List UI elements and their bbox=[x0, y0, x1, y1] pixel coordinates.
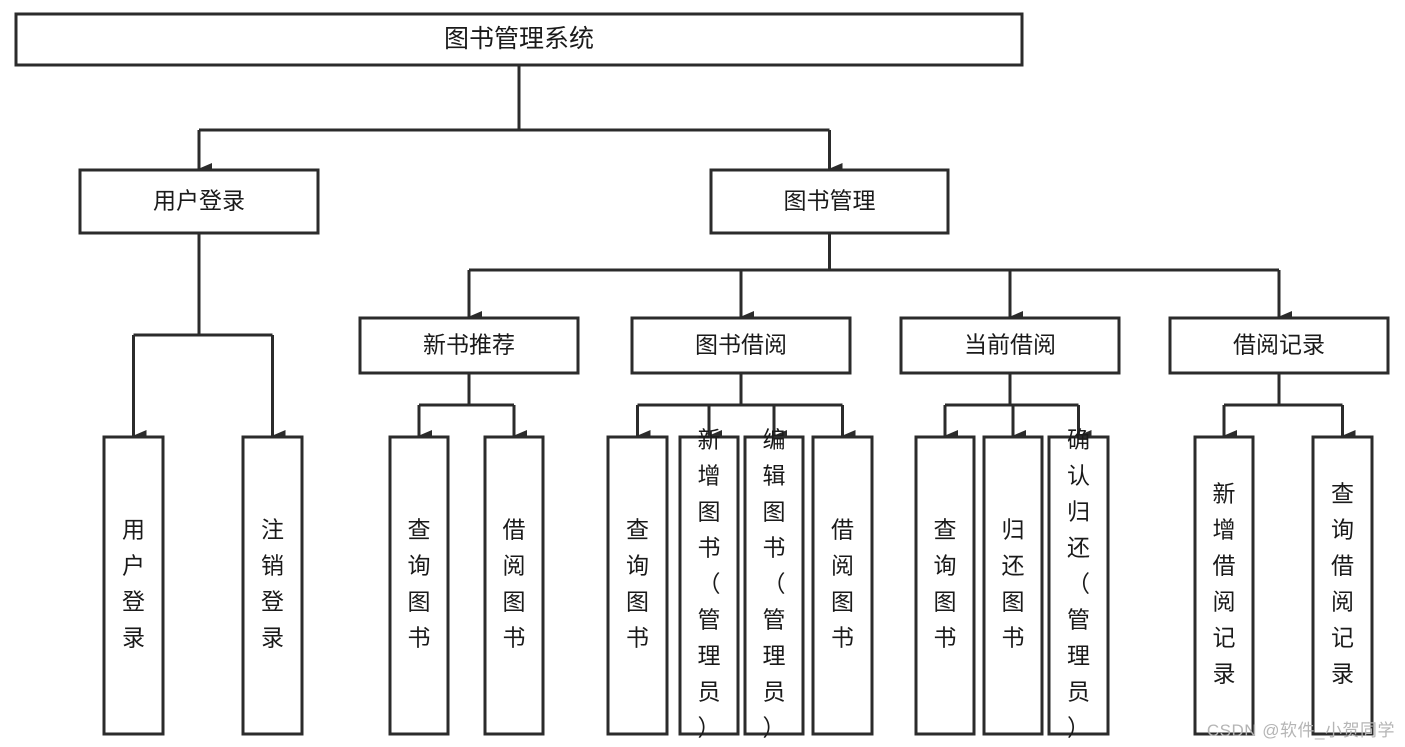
node-box-leaf-rec-query bbox=[388, 435, 450, 736]
node-leaf-bor-borrow[interactable]: 借阅图书 bbox=[811, 435, 874, 736]
node-current-borrow[interactable]: 当前借阅 bbox=[899, 316, 1121, 375]
node-leaf-cur-query[interactable]: 查询图书 bbox=[914, 435, 976, 736]
node-leaf-rcd-add[interactable]: 新增借阅记录 bbox=[1193, 435, 1255, 736]
node-leaf-bor-add[interactable]: 新增图书（管理员） bbox=[678, 427, 740, 741]
node-label-leaf-rec-query: 查询图书 bbox=[408, 517, 431, 651]
node-box-leaf-rec-borrow bbox=[483, 435, 545, 736]
node-box-leaf-bor-edit bbox=[743, 435, 805, 736]
csdn-watermark: CSDN @软件_小贺同学 bbox=[1206, 721, 1395, 740]
node-new-book-rec[interactable]: 新书推荐 bbox=[358, 316, 580, 375]
node-box-leaf-cur-confirm bbox=[1047, 435, 1110, 736]
node-leaf-cur-return[interactable]: 归还图书 bbox=[982, 435, 1044, 736]
node-user-login[interactable]: 用户登录 bbox=[78, 168, 320, 235]
node-label-leaf-rcd-add: 新增借阅记录 bbox=[1213, 481, 1236, 687]
node-label-book-borrow: 图书借阅 bbox=[695, 332, 787, 358]
node-label-leaf-user-logout: 注销登录 bbox=[261, 517, 284, 651]
node-book-manage[interactable]: 图书管理 bbox=[709, 168, 950, 235]
node-leaf-user-logout[interactable]: 注销登录 bbox=[241, 435, 304, 736]
node-box-book-manage bbox=[709, 168, 950, 235]
node-box-leaf-rcd-add bbox=[1193, 435, 1255, 736]
node-label-root: 图书管理系统 bbox=[444, 25, 594, 53]
node-label-leaf-cur-query: 查询图书 bbox=[934, 517, 957, 651]
node-label-user-login: 用户登录 bbox=[153, 188, 245, 214]
node-box-user-login bbox=[78, 168, 320, 235]
node-box-leaf-cur-query bbox=[914, 435, 976, 736]
node-borrow-record[interactable]: 借阅记录 bbox=[1168, 316, 1390, 375]
node-label-borrow-record: 借阅记录 bbox=[1233, 332, 1325, 358]
node-label-leaf-bor-borrow: 借阅图书 bbox=[831, 517, 854, 651]
node-group: 图书管理系统用户登录图书管理新书推荐图书借阅当前借阅借阅记录用户登录注销登录查询… bbox=[14, 12, 1390, 741]
node-box-leaf-cur-return bbox=[982, 435, 1044, 736]
node-box-leaf-user-logout bbox=[241, 435, 304, 736]
node-leaf-cur-confirm[interactable]: 确认归还（管理员） bbox=[1047, 427, 1110, 741]
node-leaf-bor-query[interactable]: 查询图书 bbox=[606, 435, 669, 736]
node-label-leaf-user-login: 用户登录 bbox=[122, 517, 145, 651]
node-box-borrow-record bbox=[1168, 316, 1390, 375]
node-label-leaf-bor-edit: 编辑图书（管理员） bbox=[763, 427, 786, 741]
node-box-leaf-rcd-query bbox=[1311, 435, 1374, 736]
node-box-book-borrow bbox=[630, 316, 852, 375]
node-root[interactable]: 图书管理系统 bbox=[14, 12, 1024, 67]
node-box-leaf-user-login bbox=[102, 435, 165, 736]
node-box-leaf-bor-add bbox=[678, 435, 740, 736]
node-box-leaf-bor-query bbox=[606, 435, 669, 736]
node-book-borrow[interactable]: 图书借阅 bbox=[630, 316, 852, 375]
connector-lines bbox=[132, 65, 1356, 442]
node-label-leaf-rcd-query: 查询借阅记录 bbox=[1331, 481, 1354, 687]
node-label-leaf-bor-query: 查询图书 bbox=[626, 517, 649, 651]
node-box-leaf-bor-borrow bbox=[811, 435, 874, 736]
node-leaf-rec-borrow[interactable]: 借阅图书 bbox=[483, 435, 545, 736]
node-label-new-book-rec: 新书推荐 bbox=[423, 332, 515, 358]
node-label-book-manage: 图书管理 bbox=[784, 188, 876, 214]
node-leaf-user-login[interactable]: 用户登录 bbox=[102, 435, 165, 736]
node-label-leaf-bor-add: 新增图书（管理员） bbox=[698, 427, 721, 741]
node-box-current-borrow bbox=[899, 316, 1121, 375]
node-label-leaf-rec-borrow: 借阅图书 bbox=[503, 517, 526, 651]
node-leaf-rcd-query[interactable]: 查询借阅记录 bbox=[1311, 435, 1374, 736]
node-leaf-rec-query[interactable]: 查询图书 bbox=[388, 435, 450, 736]
node-leaf-bor-edit[interactable]: 编辑图书（管理员） bbox=[743, 427, 805, 741]
node-label-current-borrow: 当前借阅 bbox=[964, 332, 1056, 358]
node-box-new-book-rec bbox=[358, 316, 580, 375]
node-label-leaf-cur-confirm: 确认归还（管理员） bbox=[1067, 427, 1090, 741]
node-box-root bbox=[14, 12, 1024, 67]
node-label-leaf-cur-return: 归还图书 bbox=[1002, 517, 1025, 651]
